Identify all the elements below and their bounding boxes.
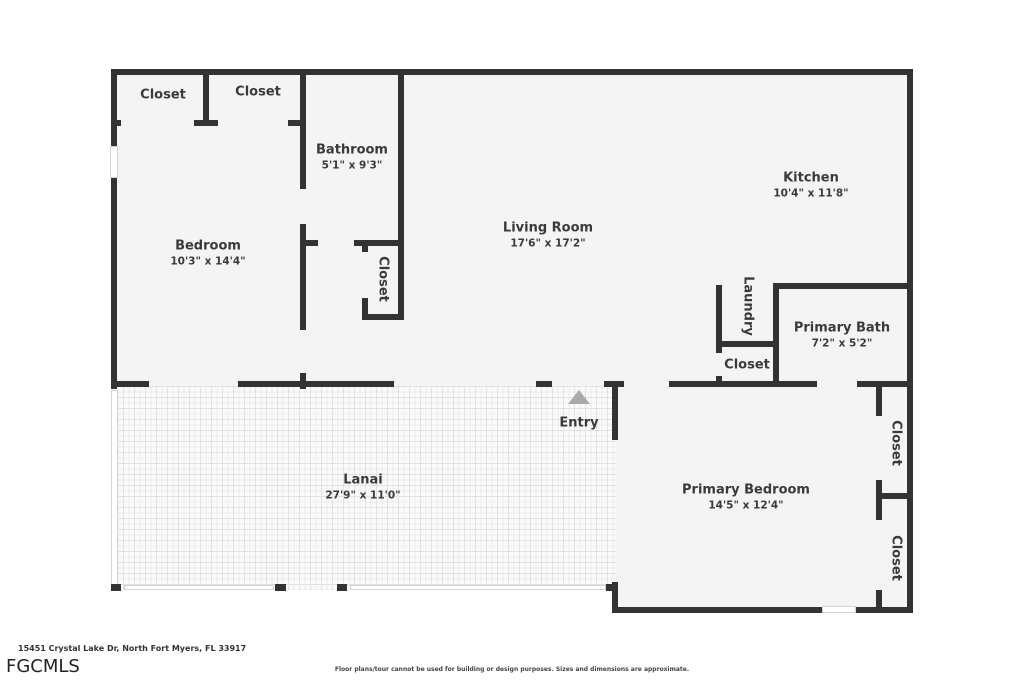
- screen-wall: [124, 585, 274, 590]
- wall: [876, 493, 913, 499]
- wall: [536, 381, 552, 387]
- wall: [354, 240, 404, 246]
- lanai-floor: [112, 386, 616, 590]
- room-label-closet: Closet: [140, 87, 186, 103]
- wall: [362, 314, 404, 320]
- property-address: 15451 Crystal Lake Dr, North Fort Myers,…: [18, 644, 247, 653]
- primary-bedroom-floor: [616, 386, 912, 612]
- wall: [606, 584, 616, 591]
- wall: [111, 69, 117, 389]
- wall: [300, 240, 318, 246]
- wall: [300, 224, 306, 330]
- wall: [773, 283, 913, 289]
- wall: [398, 69, 404, 319]
- wall: [604, 381, 624, 387]
- entry-arrow-icon: [568, 390, 590, 404]
- room-label-closet: Closet: [888, 535, 904, 581]
- wall: [773, 283, 779, 387]
- disclaimer: Floor plans/tour cannot be used for buil…: [334, 666, 690, 673]
- room-label-laundry: Laundry: [740, 276, 756, 336]
- room-label-closet: Closet: [724, 357, 770, 373]
- wall: [876, 590, 882, 612]
- wall: [716, 285, 722, 353]
- screen-wall: [111, 390, 118, 586]
- wall: [669, 381, 817, 387]
- wall: [716, 341, 778, 347]
- window: [822, 606, 856, 613]
- wall: [111, 584, 121, 591]
- wall: [716, 376, 722, 386]
- room-label-closet: Closet: [375, 256, 391, 302]
- wall: [288, 120, 306, 126]
- wall: [876, 480, 882, 520]
- wall: [612, 582, 618, 613]
- wall: [876, 386, 882, 416]
- wall: [111, 381, 149, 387]
- wall: [275, 584, 286, 591]
- wall: [612, 607, 913, 613]
- mls-logo: FGCMLS: [6, 656, 80, 677]
- entry-label: Entry: [559, 415, 599, 431]
- wall: [203, 69, 209, 126]
- wall: [612, 386, 618, 440]
- room-label-closet: Closet: [888, 420, 904, 466]
- wall: [194, 120, 218, 126]
- wall: [238, 381, 394, 387]
- wall: [111, 120, 121, 126]
- wall: [362, 298, 368, 320]
- wall: [111, 69, 913, 75]
- screen-wall: [350, 585, 606, 590]
- window: [110, 146, 118, 178]
- wall: [300, 69, 306, 189]
- wall: [362, 240, 368, 252]
- wall: [857, 381, 913, 387]
- room-label-closet: Closet: [235, 84, 281, 100]
- wall: [907, 69, 913, 613]
- wall: [337, 584, 347, 591]
